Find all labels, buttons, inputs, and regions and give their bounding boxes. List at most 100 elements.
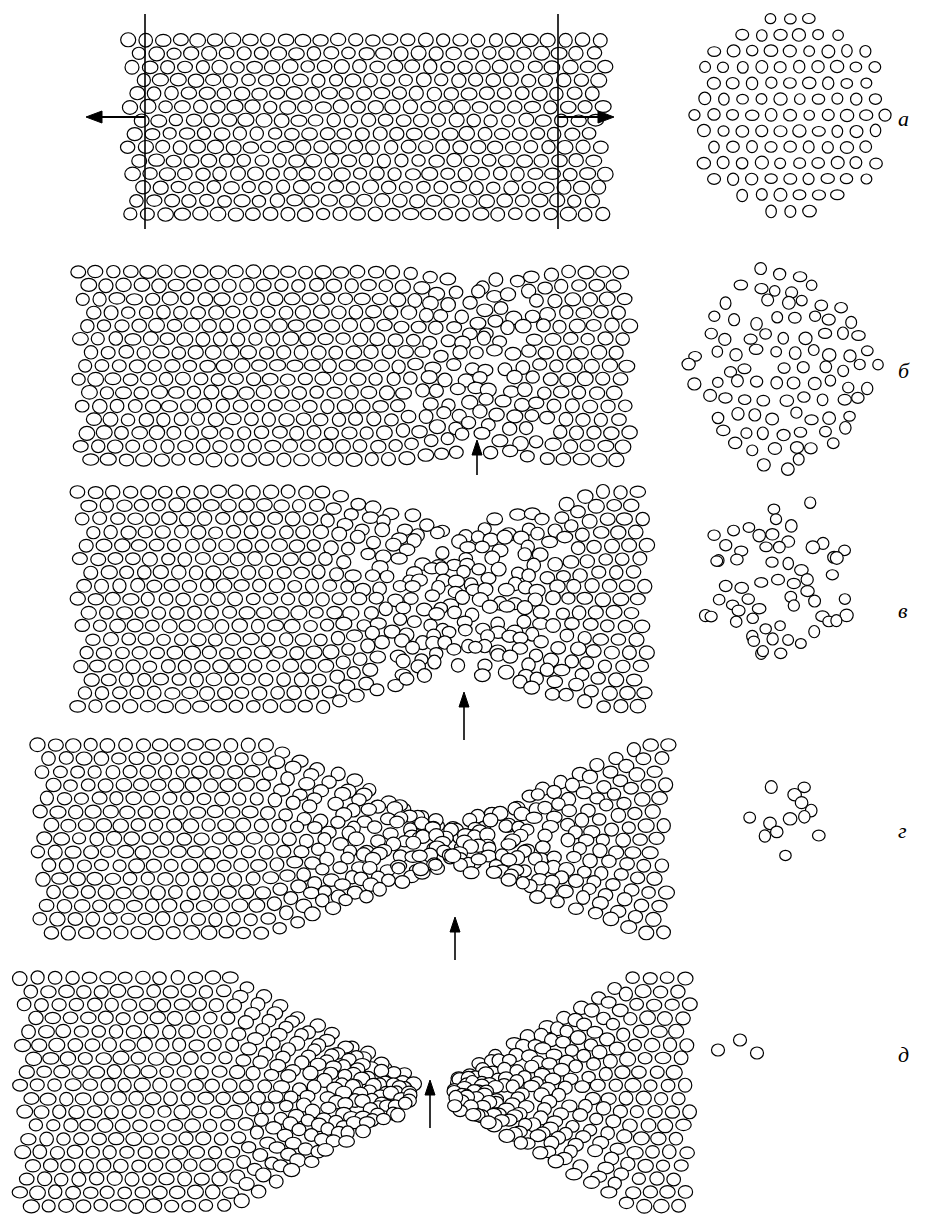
atom: [200, 194, 214, 206]
atom: [793, 190, 806, 200]
atom: [787, 377, 800, 389]
atom: [294, 567, 310, 579]
atom: [201, 579, 214, 592]
atom: [277, 180, 290, 193]
atom: [557, 180, 571, 194]
atom: [224, 345, 239, 359]
atom: [251, 400, 264, 412]
atom: [560, 373, 576, 386]
atom: [411, 321, 426, 333]
atom: [598, 660, 611, 672]
atom: [86, 413, 101, 426]
atom: [576, 140, 590, 154]
atom: [308, 115, 323, 126]
atom: [238, 113, 254, 126]
atom: [246, 265, 261, 278]
atom: [216, 579, 232, 593]
atom: [732, 408, 744, 421]
atom: [206, 673, 221, 686]
atom: [71, 766, 85, 778]
atom: [291, 115, 307, 126]
atom: [822, 349, 835, 362]
atom: [580, 657, 594, 669]
atom: [458, 624, 472, 636]
atom: [564, 440, 578, 453]
atom: [185, 426, 198, 440]
atom: [79, 539, 93, 552]
atom: [106, 765, 120, 778]
atom: [70, 872, 86, 885]
atom: [560, 629, 573, 642]
atom: [226, 141, 241, 155]
atom: [128, 513, 143, 524]
atom: [742, 594, 754, 604]
atom: [773, 541, 785, 552]
atom: [153, 181, 168, 194]
atom: [850, 62, 862, 72]
atom: [812, 126, 825, 136]
atom: [149, 426, 164, 440]
atom: [748, 636, 760, 646]
atom: [169, 498, 185, 512]
atom: [273, 426, 288, 438]
atom: [620, 686, 636, 699]
atom: [174, 208, 190, 220]
atom: [237, 154, 250, 166]
atom: [165, 360, 180, 372]
atom: [850, 125, 863, 137]
atom: [780, 395, 793, 406]
atom: [360, 318, 374, 332]
atom: [75, 619, 89, 631]
atom: [605, 539, 620, 553]
atom: [337, 556, 351, 569]
atom: [283, 439, 298, 452]
atom: [184, 646, 200, 659]
atom: [267, 660, 280, 671]
atom: [840, 422, 851, 435]
atom: [115, 387, 131, 399]
atom: [700, 61, 711, 72]
atom: [250, 793, 263, 805]
atom: [161, 401, 177, 412]
atom: [270, 87, 285, 99]
atom: [526, 208, 540, 220]
atom: [107, 265, 120, 277]
atom: [596, 266, 611, 278]
atom: [720, 540, 732, 551]
atom: [537, 319, 551, 332]
atom: [578, 695, 592, 708]
atom: [172, 347, 186, 359]
atom: [576, 413, 590, 426]
atom: [92, 792, 107, 804]
atom: [462, 416, 476, 428]
atom: [320, 128, 335, 140]
atom: [153, 565, 168, 578]
atom: [168, 778, 184, 792]
atom: [169, 387, 185, 399]
atom: [405, 438, 419, 449]
atom: [586, 645, 601, 658]
atom: [846, 316, 857, 328]
atom: [756, 125, 768, 136]
atom: [802, 77, 816, 89]
atom: [50, 806, 66, 818]
atom: [87, 526, 100, 538]
atom: [247, 61, 263, 73]
atom: [204, 385, 219, 399]
atom: [732, 605, 745, 616]
atom: [697, 157, 710, 169]
atom: [591, 454, 607, 467]
atom: [212, 60, 227, 74]
atom: [249, 333, 262, 345]
atom: [497, 194, 513, 207]
atom: [380, 571, 394, 583]
atom: [84, 738, 97, 751]
atom: [713, 377, 723, 387]
atom: [586, 320, 601, 332]
atom: [196, 168, 210, 180]
atom: [31, 846, 44, 858]
atom: [408, 358, 423, 370]
atom: [596, 484, 609, 498]
atom: [319, 439, 333, 452]
atom: [565, 399, 579, 413]
